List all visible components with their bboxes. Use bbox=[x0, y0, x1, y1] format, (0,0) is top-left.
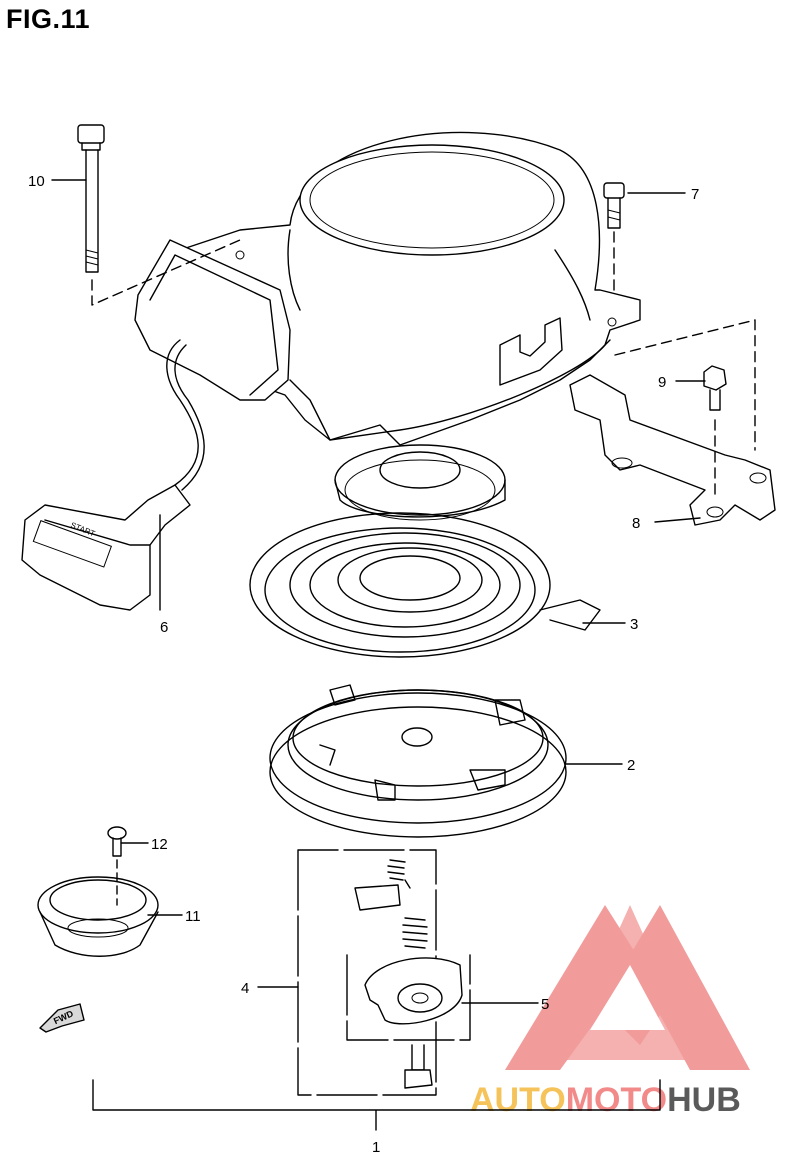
cup-11 bbox=[37, 876, 159, 957]
starter-handle-rope: START bbox=[21, 339, 205, 611]
ratchet-assembly-4 bbox=[297, 849, 471, 1096]
callout-2: 2 bbox=[627, 757, 635, 774]
screw-12 bbox=[107, 826, 127, 906]
watermark-auto: AUTO bbox=[470, 1081, 566, 1119]
fwd-arrow: FWD bbox=[39, 1003, 85, 1033]
bolt-10 bbox=[77, 124, 241, 306]
rope-reel bbox=[269, 684, 567, 838]
callout-9: 9 bbox=[658, 374, 666, 391]
callout-6: 6 bbox=[160, 619, 168, 636]
callout-5: 5 bbox=[541, 996, 549, 1013]
callout-8: 8 bbox=[632, 515, 640, 532]
starter-housing bbox=[134, 131, 641, 446]
callout-3: 3 bbox=[630, 616, 638, 633]
callout-1: 1 bbox=[372, 1139, 380, 1156]
bracket-8 bbox=[569, 319, 776, 526]
callout-7: 7 bbox=[691, 186, 699, 203]
callout-11: 11 bbox=[185, 908, 201, 925]
callout-10: 10 bbox=[28, 173, 45, 190]
watermark-text: AUTOMOTOHUB bbox=[470, 1081, 741, 1119]
spiral-spring bbox=[249, 512, 601, 658]
bolt-7 bbox=[603, 182, 625, 291]
watermark-moto: MOTO bbox=[566, 1081, 667, 1119]
figure-title: FIG.11 bbox=[6, 4, 91, 34]
rope-guide bbox=[334, 444, 506, 521]
bolt-9 bbox=[703, 365, 727, 501]
callout-12: 12 bbox=[151, 836, 168, 853]
callout-4: 4 bbox=[241, 980, 249, 997]
assembly-bracket-1 bbox=[92, 1079, 661, 1131]
leader-lines bbox=[51, 179, 706, 1004]
watermark-logo bbox=[505, 905, 750, 1070]
watermark-hub: HUB bbox=[667, 1081, 741, 1119]
